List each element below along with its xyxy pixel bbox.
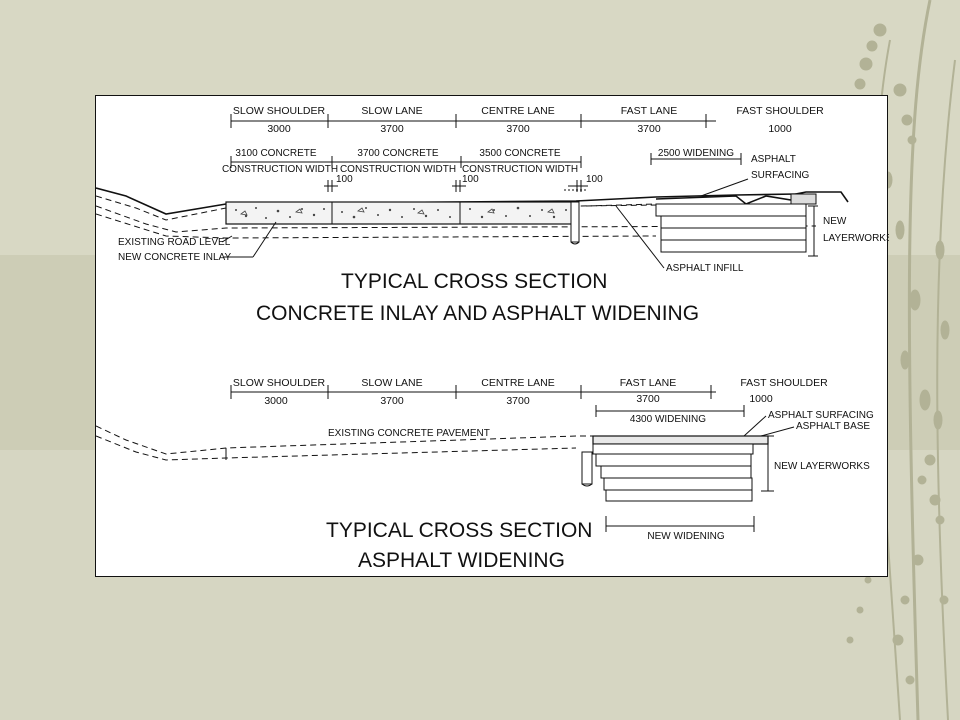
existing-road-level-label: EXISTING ROAD LEVEL: [118, 237, 231, 248]
lane-name: CENTRE LANE: [481, 377, 555, 389]
lane-name: SLOW LANE: [361, 377, 422, 389]
asphalt-base-label: ASPHALT BASE: [796, 421, 870, 432]
widening-label: 2500 WIDENING: [658, 148, 734, 159]
asphalt-widening-layers: [585, 191, 849, 253]
diagram2-annotations: ASPHALT SURFACING ASPHALT BASE NEW LAYER…: [605, 410, 874, 542]
diagram2-title-line1: TYPICAL CROSS SECTION: [326, 519, 592, 542]
new-concrete-inlay-label: NEW CONCRETE INLAY: [118, 252, 231, 263]
construction-label: 3500 CONCRETE: [479, 148, 560, 159]
asphalt-surfacing-label: SURFACING: [751, 170, 810, 181]
asphalt-surfacing-label: ASPHALT SURFACING: [768, 410, 874, 421]
existing-pavement-base: [96, 435, 577, 461]
kerb-block: [790, 193, 817, 205]
lane-dimension-ticks: [230, 114, 707, 128]
asphalt-base-layer: [592, 443, 754, 455]
construction-label: CONSTRUCTION WIDTH: [340, 164, 456, 175]
joint-gap-label: 100: [586, 174, 603, 185]
subbase-line: [96, 213, 657, 239]
diagram2-title-line2: ASPHALT WIDENING: [358, 549, 565, 572]
joint-gap-label: 100: [336, 174, 353, 185]
new-layerworks-label: LAYERWORKS: [823, 233, 889, 244]
lane-width: 3700: [380, 395, 404, 407]
lane-name: SLOW LANE: [361, 105, 422, 117]
edge-drain: [570, 201, 580, 245]
asphalt-surfacing-layer: [592, 435, 769, 445]
lane-name: CENTRE LANE: [481, 105, 555, 117]
asphalt-widening-layers: [581, 435, 769, 502]
lane-name: SLOW SHOULDER: [233, 377, 326, 389]
construction-label: 3700 CONCRETE: [357, 148, 438, 159]
lane-labels: SLOW SHOULDER 3000 SLOW LANE 3700 CENTRE…: [233, 377, 828, 407]
lane-width: 3700: [506, 395, 530, 407]
subgrade-line: [96, 205, 817, 233]
new-widening-label: NEW WIDENING: [647, 531, 724, 542]
lane-width: 3700: [637, 123, 661, 135]
lane-width: 1000: [768, 123, 792, 135]
widening-dimension: 2500 WIDENING: [650, 148, 742, 165]
diagram-asphalt-widening: SLOW SHOULDER 3000 SLOW LANE 3700 CENTRE…: [96, 377, 874, 572]
edge-drain: [581, 451, 593, 485]
lane-dimension-ticks: [230, 385, 712, 399]
existing-pavement-surface: [96, 425, 596, 455]
diagram-concrete-inlay: SLOW SHOULDER 3000 SLOW LANE 3700 CENTRE…: [96, 105, 889, 325]
lane-name: FAST LANE: [620, 377, 676, 389]
concrete-inlay-slab: [225, 201, 577, 225]
existing-pavement-label: EXISTING CONCRETE PAVEMENT: [328, 428, 490, 439]
lane-width: 1000: [749, 393, 773, 405]
asphalt-surfacing-label: ASPHALT: [751, 154, 796, 165]
joint-gap-label: 100: [462, 174, 479, 185]
lane-name: SLOW SHOULDER: [233, 105, 326, 117]
cross-section-drawing: SLOW SHOULDER 3000 SLOW LANE 3700 CENTRE…: [95, 95, 889, 577]
diagram1-annotations: ASPHALT SURFACING NEW LAYERWORKS EXISTIN…: [118, 154, 889, 274]
lane-name: FAST SHOULDER: [740, 377, 828, 389]
joint-gaps: 100 100 100: [324, 174, 603, 192]
lane-width: 3700: [506, 123, 530, 135]
lane-width: 3700: [380, 123, 404, 135]
lane-name: FAST SHOULDER: [736, 105, 824, 117]
lane-name: FAST LANE: [621, 105, 677, 117]
widening-dimension: 4300 WIDENING: [595, 405, 745, 425]
new-layerworks-label: NEW LAYERWORKS: [774, 461, 870, 472]
diagram1-title-line1: TYPICAL CROSS SECTION: [341, 270, 607, 293]
lane-width: 3000: [267, 123, 291, 135]
lane-labels: SLOW SHOULDER 3000 SLOW LANE 3700 CENTRE…: [233, 105, 824, 135]
lane-width: 3700: [636, 393, 660, 405]
construction-label: CONSTRUCTION WIDTH: [462, 164, 578, 175]
diagram1-title-line2: CONCRETE INLAY AND ASPHALT WIDENING: [256, 302, 699, 325]
existing-road-level-line: [96, 195, 737, 221]
asphalt-infill-label: ASPHALT INFILL: [666, 263, 744, 274]
construction-label: CONSTRUCTION WIDTH: [222, 164, 338, 175]
widening-label: 4300 WIDENING: [630, 414, 706, 425]
new-layerworks-label: NEW: [823, 216, 847, 227]
construction-label: 3100 CONCRETE: [235, 148, 316, 159]
lane-width: 3000: [264, 395, 288, 407]
construction-widths: 3100 CONCRETE CONSTRUCTION WIDTH 3700 CO…: [222, 148, 582, 175]
